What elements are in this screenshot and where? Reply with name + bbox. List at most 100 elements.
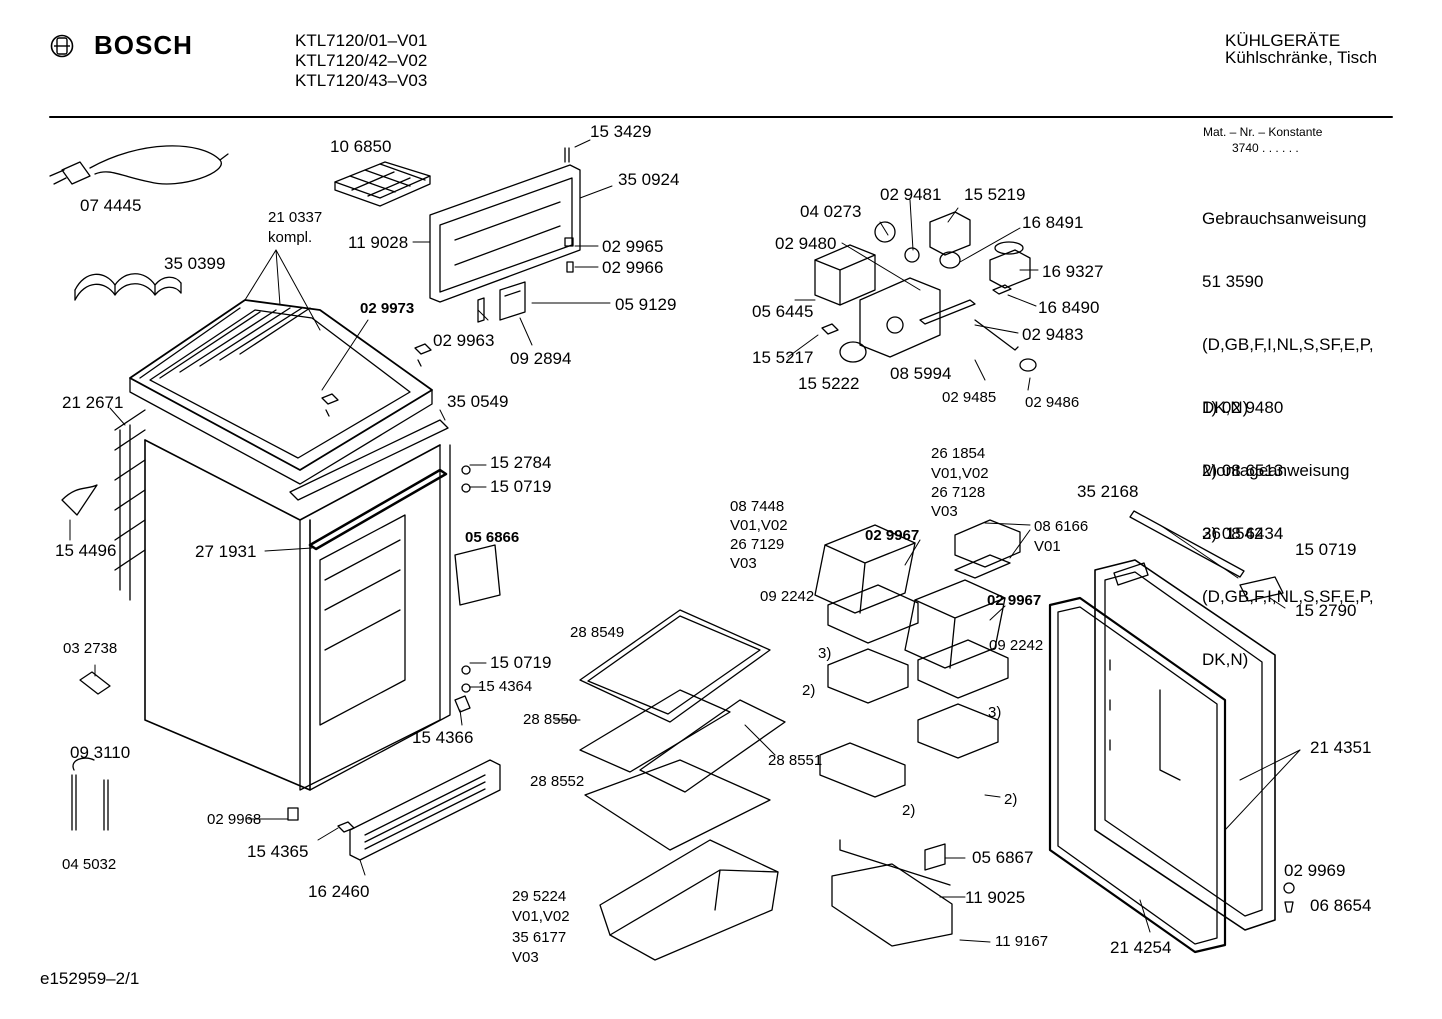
brand-name: BOSCH	[94, 30, 193, 60]
part-variant-v03-c: V03	[512, 949, 539, 966]
model-line-1: KTL7120/01–V01	[295, 31, 428, 50]
part-number-288550: 28 8550	[523, 711, 578, 728]
part-number-212671: 21 2671	[62, 393, 124, 412]
part-number-150719-c: 15 0719	[490, 653, 552, 672]
part-number-087448: 08 7448	[730, 498, 785, 515]
model-line-2: KTL7120/42–V02	[295, 51, 428, 70]
part-number-029483: 02 9483	[1022, 325, 1084, 344]
part-number-093110: 09 3110	[70, 743, 131, 762]
bottle-rack-drawing	[74, 273, 182, 301]
part-number-288551: 28 8551	[768, 752, 823, 769]
part-number-032738: 03 2738	[63, 640, 118, 657]
door-racks-drawing	[814, 510, 1284, 947]
part-number-168491: 16 8491	[1022, 213, 1084, 232]
footnote-item: 1) 02 9480	[1202, 398, 1284, 417]
part-number-045032: 04 5032	[62, 856, 117, 873]
screw-parts-drawing	[454, 465, 1295, 913]
part-number-068654: 06 8654	[1310, 896, 1372, 915]
part-variant-v03-b: V03	[730, 555, 757, 572]
model-line-3: KTL7120/43–V03	[295, 71, 428, 90]
part-number-271931: 27 1931	[195, 542, 257, 561]
note-line: DK,N)	[1202, 650, 1249, 669]
part-number-040273: 04 0273	[800, 202, 862, 221]
part-number-085994: 08 5994	[890, 364, 952, 383]
part-number-092894: 09 2894	[510, 349, 572, 368]
part-number-295224: 29 5224	[512, 888, 567, 905]
glass-shelves-drawing	[579, 609, 786, 961]
part-number-155219: 15 5219	[964, 185, 1026, 204]
part-number-154496: 15 4496	[55, 541, 117, 560]
part-number-154366: 15 4366	[412, 728, 474, 747]
part-number-056445: 05 6445	[752, 302, 814, 321]
mat-number-label: Mat. – Nr. – Konstante	[1203, 125, 1323, 139]
thermostat-assembly-drawing	[814, 211, 1037, 372]
note-line: (D,GB,F,I,NL,S,SF,E,P,	[1202, 335, 1374, 354]
leader-lines	[69, 139, 1301, 943]
part-number-029965: 02 9965	[602, 237, 664, 256]
part-number-153429: 15 3429	[590, 122, 652, 141]
part-number-029966: 02 9966	[602, 258, 664, 277]
part-number-168490: 16 8490	[1038, 298, 1100, 317]
part-number-106850: 10 6850	[330, 137, 392, 156]
part-number-119167: 11 9167	[995, 933, 1049, 950]
part-number-029967-b: 02 9967	[987, 592, 1042, 609]
footnote-marker-2-a: 2)	[802, 682, 816, 699]
part-number-074445: 07 4445	[80, 196, 142, 215]
part-number-150719-b: 15 0719	[1295, 540, 1357, 559]
part-variant-v01v02-a: V01,V02	[931, 465, 989, 482]
note-line: Gebrauchsanweisung	[1202, 209, 1367, 228]
footnote-marker-3-b: 3)	[988, 704, 1002, 721]
part-number-152784: 15 2784	[490, 453, 552, 472]
part-number-214254: 21 4254	[1110, 938, 1172, 957]
part-number-356177: 35 6177	[512, 929, 567, 946]
sensor-parts-drawing	[61, 484, 111, 831]
part-number-261854: 26 1854	[931, 445, 986, 462]
footnote-marker-2-b: 2)	[1004, 791, 1018, 808]
footnote-marker-2-c: 2)	[902, 802, 916, 819]
part-number-162460: 16 2460	[308, 882, 370, 901]
note-line: Montageanweisung	[1202, 461, 1350, 480]
fridge-door-drawing	[1048, 559, 1276, 954]
part-number-154365: 15 4365	[247, 842, 309, 861]
part-number-350549: 35 0549	[447, 392, 509, 411]
bosch-armature-logo-icon	[50, 34, 74, 57]
part-number-155217: 15 5217	[752, 348, 814, 367]
part-variant-v03-a: V03	[931, 503, 958, 520]
footnote-item: 2) 08 6513	[1202, 461, 1284, 480]
part-number-029969: 02 9969	[1284, 861, 1346, 880]
part-variant-v01v02-c: V01,V02	[512, 908, 570, 925]
part-number-267129: 26 7129	[730, 536, 785, 553]
part-number-086166: 08 6166	[1034, 518, 1089, 535]
subcategory-title: Kühlschränke, Tisch	[1225, 48, 1378, 67]
part-number-169327: 16 9327	[1042, 262, 1104, 281]
part-number-029480: 02 9480	[775, 234, 837, 253]
part-number-119025: 11 9025	[965, 888, 1026, 907]
part-number-029963: 02 9963	[433, 331, 495, 350]
part-number-119028: 11 9028	[348, 233, 409, 252]
part-number-029481: 02 9481	[880, 185, 942, 204]
footnote-list: 1) 02 9480 2) 08 6513 3) 08 6434	[1202, 355, 1283, 586]
part-number-092242-a: 09 2242	[760, 588, 815, 605]
cabinet-body-drawing	[114, 409, 451, 791]
worktop-drawing	[129, 299, 433, 485]
part-kompl-note: kompl.	[268, 229, 313, 246]
part-number-056866: 05 6866	[465, 529, 520, 546]
part-number-092242-b: 09 2242	[989, 637, 1044, 654]
hinge-drawing	[321, 237, 574, 417]
part-number-350399: 35 0399	[164, 254, 226, 273]
note-line: DK,N)	[1202, 398, 1249, 417]
part-number-029486: 02 9486	[1025, 394, 1080, 411]
part-number-029973: 02 9973	[360, 300, 415, 317]
part-number-152790: 15 2790	[1295, 601, 1357, 620]
part-number-210337: 21 0337	[268, 209, 323, 226]
part-number-352168: 35 2168	[1077, 482, 1139, 501]
part-number-350924: 35 0924	[618, 170, 680, 189]
frame-rail-drawing	[289, 419, 449, 551]
freezer-flap-drawing	[429, 147, 581, 303]
brand-block: BOSCH	[50, 30, 193, 61]
ice-tray-drawing	[334, 161, 431, 207]
footnote-item: 3) 08 6434	[1202, 524, 1284, 543]
part-number-059129: 05 9129	[615, 295, 677, 314]
